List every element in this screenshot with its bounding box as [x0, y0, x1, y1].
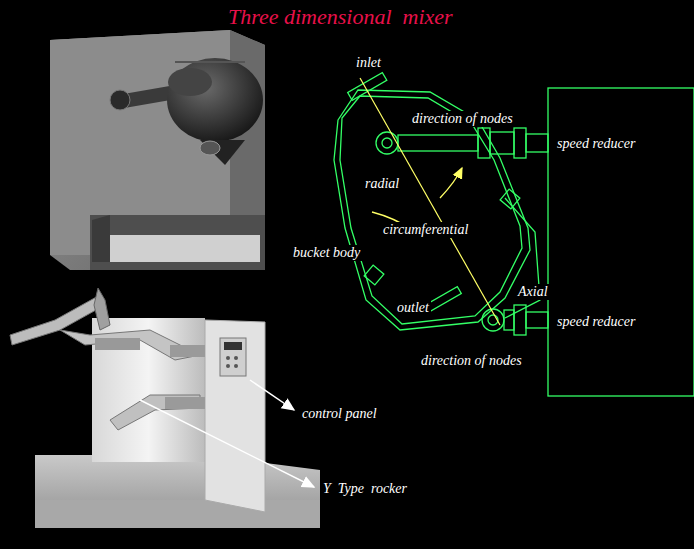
part-label: Axial — [516, 284, 550, 300]
part-label: direction of nodes — [410, 111, 515, 127]
part-label: bucket body — [291, 245, 362, 261]
mixer-drawing — [334, 73, 694, 396]
part-label: Y Type rocker — [321, 481, 409, 497]
part-label: control panel — [300, 406, 379, 422]
part-label: circumferential — [381, 222, 470, 238]
part-label: speed reducer — [555, 314, 637, 330]
part-label: radial — [363, 176, 401, 192]
mixer-photo — [10, 288, 320, 528]
mixer-render — [50, 30, 265, 270]
leader-arrow — [250, 380, 294, 410]
part-label: speed reducer — [555, 136, 637, 152]
diagram-title: Three dimensional mixer — [228, 4, 453, 30]
rotation-arrow — [440, 168, 462, 198]
leader-arrow — [140, 400, 314, 487]
part-label: outlet — [395, 300, 431, 316]
part-label: direction of nodes — [419, 353, 524, 369]
part-label: inlet — [354, 55, 383, 71]
